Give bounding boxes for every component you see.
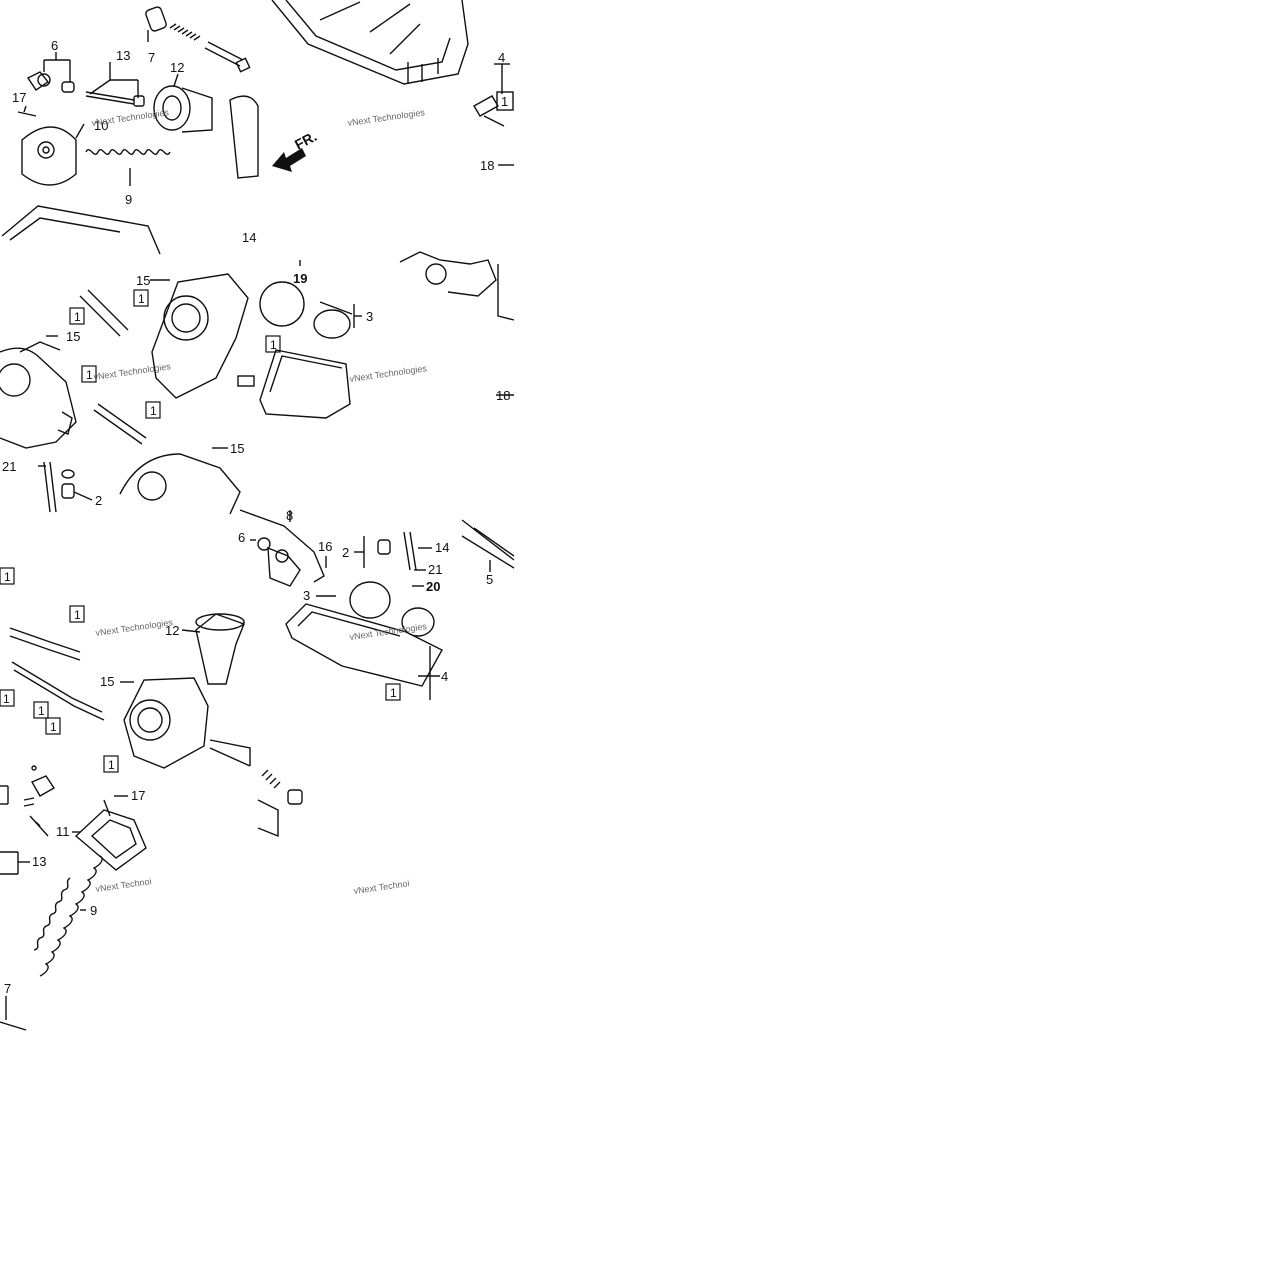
box-label-1f: 1 (4, 570, 11, 584)
callout-14b: 14 (435, 540, 449, 555)
watermark-1: vNext Technologies (91, 107, 170, 128)
watermark-5: vNext Technologies (95, 617, 174, 638)
box-label-1h: 1 (3, 692, 10, 706)
box-label-1e: 1 (270, 338, 277, 352)
diagram-tile-1 (1, 6, 259, 255)
callout-20: 20 (426, 579, 440, 594)
callout-12b: 12 (165, 623, 179, 638)
box-label-1i: 1 (38, 704, 45, 718)
watermark-4: vNext Technologies (349, 363, 428, 384)
callout-18: 18 (480, 158, 494, 173)
tile-3-labels: 15 15 21 2 15 19 3 18 (2, 271, 510, 508)
box-label-1b: 1 (138, 292, 145, 306)
callout-14: 14 (242, 230, 256, 245)
diagram-tile-3 (0, 251, 515, 515)
tile-1-labels: 6 13 7 12 17 10 9 14 (12, 38, 256, 245)
callout-3: 3 (366, 309, 373, 324)
box-label-1k: 1 (108, 758, 115, 772)
box-label-1d: 1 (150, 404, 157, 418)
callout-6: 6 (51, 38, 58, 53)
callout-13: 13 (116, 48, 130, 63)
watermark-3: vNext Technologies (93, 361, 172, 382)
box-label-1a: 1 (74, 310, 81, 324)
callout-9: 9 (125, 192, 132, 207)
watermark-7: vNext Technoi (95, 876, 152, 894)
tile-4-labels: 8 6 16 2 14 21 20 3 5 12 15 4 (100, 508, 493, 689)
callout-7b: 7 (4, 981, 11, 996)
callout-19: 19 (293, 271, 307, 286)
front-arrow-label: FR. (292, 128, 319, 153)
diaphragm-10-drawing (21, 126, 77, 186)
tile-2-labels: 4 1 18 (480, 50, 508, 173)
callout-9b: 9 (90, 903, 97, 918)
cap-7-drawing (145, 6, 251, 73)
callout-4b: 4 (441, 669, 448, 684)
box-1-drawing (496, 91, 514, 111)
screw-6-drawing (26, 71, 75, 93)
tile-5-labels: 17 11 13 9 7 (4, 788, 145, 996)
callout-8: 8 (286, 508, 293, 523)
callout-16: 16 (318, 539, 332, 554)
box-label-1g: 1 (74, 608, 81, 622)
callout-7: 7 (148, 50, 155, 65)
callout-21: 21 (2, 459, 16, 474)
watermark-2: vNext Technologies (347, 107, 426, 128)
tile-3-boxes: 1 1 1 1 1 (69, 289, 281, 419)
watermark-6: vNext Technologies (349, 621, 428, 642)
callout-6b: 6 (238, 530, 245, 545)
diagram-tile-4 (9, 509, 515, 769)
diagram-tile-2 (271, 0, 514, 166)
callout-3b: 3 (303, 588, 310, 603)
callout-5: 5 (486, 572, 493, 587)
box-label-1c: 1 (86, 368, 93, 382)
callout-10: 10 (94, 118, 108, 133)
callout-13b: 13 (32, 854, 46, 869)
box-label-1l: 1 (390, 686, 397, 700)
callout-2b: 2 (342, 545, 349, 560)
callout-18b: 18 (496, 388, 510, 403)
callout-15d: 15 (100, 674, 114, 689)
callout-11: 11 (56, 824, 70, 839)
callout-2: 2 (95, 493, 102, 508)
callout-15b: 15 (66, 329, 80, 344)
callout-17b: 17 (131, 788, 145, 803)
front-arrow: FR. (272, 128, 319, 172)
callout-21b: 21 (428, 562, 442, 577)
box-label-1j: 1 (50, 720, 57, 734)
bolt-13-drawing (85, 91, 145, 107)
tile-4-boxes: 1 1 1 1 1 1 1 (0, 567, 401, 773)
callout-17: 17 (12, 90, 26, 105)
slide-12-drawing (153, 85, 213, 133)
callout-4: 4 (498, 50, 505, 65)
watermark-8: vNext Technoi (353, 878, 410, 896)
callout-15a: 15 (136, 273, 150, 288)
diagram-tile-5 (0, 765, 303, 1031)
callout-15c: 15 (230, 441, 244, 456)
spring-9-drawing (85, 149, 171, 155)
box-label-1: 1 (501, 94, 508, 109)
callout-12: 12 (170, 60, 184, 75)
